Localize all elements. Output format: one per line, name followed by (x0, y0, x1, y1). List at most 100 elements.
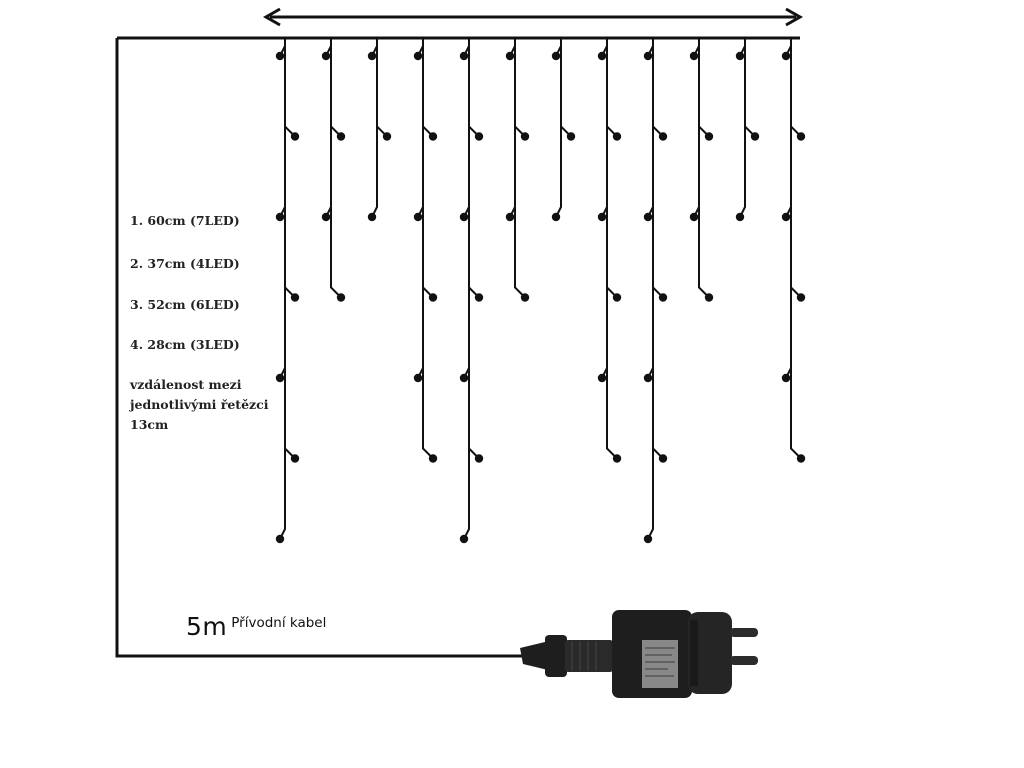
led-bulb (413, 51, 423, 61)
strand-12 (781, 38, 806, 463)
strand-wire (463, 38, 480, 540)
width-arrow (262, 7, 804, 27)
strand-wire (509, 38, 526, 299)
strand-3 (367, 38, 392, 222)
strand-wire (417, 38, 434, 460)
led-bulb (474, 454, 484, 463)
led-bulb (597, 51, 607, 61)
led-bulb (781, 373, 791, 383)
strand-8 (597, 38, 622, 463)
led-bulb (290, 132, 300, 141)
plug-pin-bottom (730, 656, 758, 665)
led-bulb (275, 534, 285, 544)
led-bulb (459, 534, 469, 544)
spec-item-1: 1. 60cm (7LED) (130, 213, 240, 228)
strand-11 (735, 38, 760, 222)
led-bulb (474, 293, 484, 302)
led-bulb (689, 212, 699, 222)
strand-wire (739, 38, 756, 218)
led-bulb (275, 373, 285, 383)
spec-item-3: 3. 52cm (6LED) (130, 297, 240, 312)
led-bulb (551, 51, 561, 61)
led-bulb (520, 293, 530, 302)
cable-length: 5m (186, 612, 228, 641)
led-bulb (428, 454, 438, 463)
spacing-note-line-1: vzdálenost mezi (130, 377, 242, 392)
supply-cable (115, 38, 525, 658)
strand-wire (371, 38, 388, 218)
led-bulb (643, 212, 653, 222)
led-bulb (336, 132, 346, 141)
strand-wire (555, 38, 572, 218)
led-bulb (459, 212, 469, 222)
led-bulb (474, 132, 484, 141)
strand-2 (321, 38, 346, 302)
spacing-note-line-2: jednotlivými řetězci (130, 397, 269, 412)
led-bulb (321, 212, 331, 222)
led-bulb (413, 373, 423, 383)
led-bulb (612, 132, 622, 141)
led-bulb (459, 51, 469, 61)
led-bulb (643, 51, 653, 61)
led-bulb (796, 293, 806, 302)
adapter-label (642, 640, 678, 688)
led-bulb (643, 373, 653, 383)
strand-7 (551, 38, 576, 222)
led-bulb (275, 212, 285, 222)
light-strands (275, 38, 806, 544)
led-bulb (750, 132, 760, 141)
spacing-note-line-3: 13cm (130, 417, 169, 432)
strand-wire (279, 38, 296, 540)
led-bulb (704, 132, 714, 141)
led-bulb (505, 212, 515, 222)
spec-item-2: 2. 37cm (4LED) (130, 256, 240, 271)
led-bulb (704, 293, 714, 302)
led-bulb (796, 454, 806, 463)
led-bulb (612, 454, 622, 463)
led-bulb (735, 51, 745, 61)
strand-10 (689, 38, 714, 302)
led-bulb (735, 212, 745, 222)
led-bulb (290, 293, 300, 302)
cable-name: Přívodní kabel (231, 615, 327, 631)
led-bulb (336, 293, 346, 302)
led-bulb (275, 51, 285, 61)
led-bulb (796, 132, 806, 141)
led-bulb (643, 534, 653, 544)
strand-spacing-note: vzdálenost mezi jednotlivými řetězci 13c… (130, 375, 269, 435)
led-bulb (551, 212, 561, 222)
strand-4 (413, 38, 438, 463)
led-bulb (597, 373, 607, 383)
strand-wire (647, 38, 664, 540)
led-bulb (658, 454, 668, 463)
led-bulb (505, 51, 515, 61)
led-bulb (367, 212, 377, 222)
strand-6 (505, 38, 530, 302)
led-bulb (428, 132, 438, 141)
led-bulb (382, 132, 392, 141)
strand-wire (785, 38, 802, 460)
led-bulb (612, 293, 622, 302)
led-bulb (781, 51, 791, 61)
led-bulb (689, 51, 699, 61)
led-bulb (658, 293, 668, 302)
led-bulb (520, 132, 530, 141)
strand-wire (325, 38, 342, 299)
led-bulb (290, 454, 300, 463)
led-bulb (566, 132, 576, 141)
led-bulb (367, 51, 377, 61)
led-bulb (597, 212, 607, 222)
strand-1 (275, 38, 300, 544)
led-bulb (459, 373, 469, 383)
strand-5 (459, 38, 484, 544)
led-bulb (413, 212, 423, 222)
led-bulb (321, 51, 331, 61)
strand-wire (693, 38, 710, 299)
led-bulb (781, 212, 791, 222)
spec-item-4: 4. 28cm (3LED) (130, 337, 240, 352)
led-bulb (428, 293, 438, 302)
plug-pin-top (730, 628, 758, 637)
strand-wire (601, 38, 618, 460)
